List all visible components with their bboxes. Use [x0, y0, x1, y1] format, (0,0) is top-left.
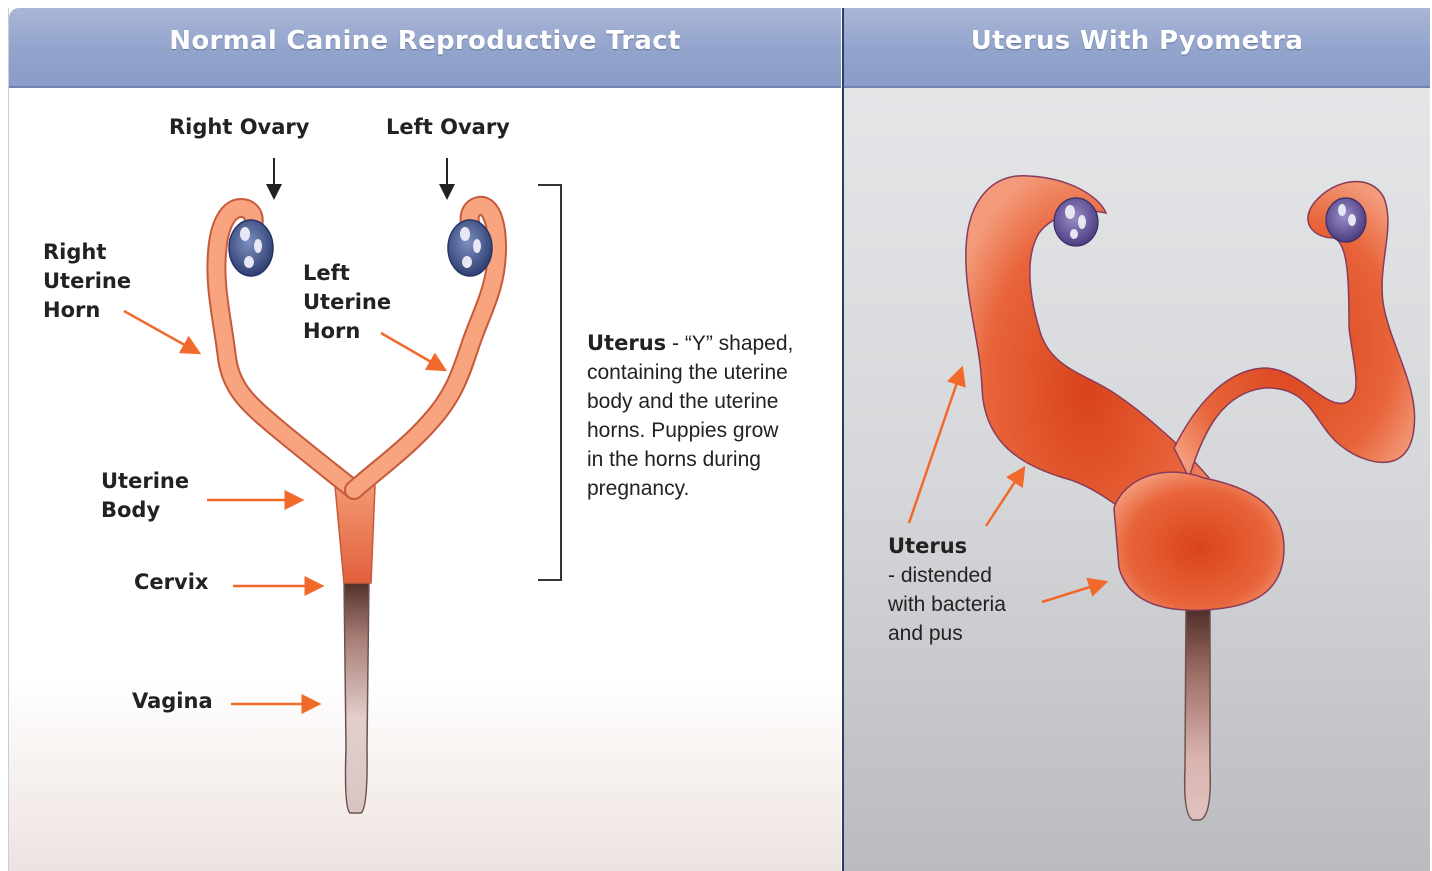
right-ovary-shape: [229, 220, 273, 276]
uterus-term: Uterus: [587, 331, 666, 355]
pyometra-vagina-shape: [1185, 606, 1211, 820]
pyometra-uterus-term: Uterus: [888, 534, 967, 558]
uterus-pointer-middle: [986, 468, 1024, 526]
vagina-shape: [344, 578, 369, 813]
uterus-pointer-upper: [909, 368, 962, 523]
pyometra-description: Uterus - distended with bacteria and pus: [888, 532, 1068, 648]
cervix-label: Cervix: [134, 568, 208, 597]
left-ovary-shape: [448, 220, 492, 276]
right-uterine-horn-label: Right Uterine Horn: [43, 238, 131, 325]
uterus-description: Uterus - “Y” shaped, containing the uter…: [587, 329, 837, 503]
left-uterine-horn-label: Left Uterine Horn: [303, 259, 391, 346]
normal-tract-panel: Normal Canine Reproductive Tract: [8, 8, 841, 871]
right-horn-pointer: [124, 311, 199, 353]
uterine-body-label: Uterine Body: [101, 467, 189, 525]
pyometra-right-ovary-shape: [1054, 198, 1098, 246]
pyometra-panel: Uterus With Pyometra: [842, 8, 1430, 871]
right-ovary-label: Right Ovary: [169, 113, 309, 142]
left-ovary-label: Left Ovary: [386, 113, 510, 142]
uterus-bracket: [538, 185, 561, 580]
pyometra-left-ovary-shape: [1326, 198, 1366, 242]
pyometra-illustration: [844, 8, 1430, 871]
vagina-label: Vagina: [132, 687, 213, 716]
